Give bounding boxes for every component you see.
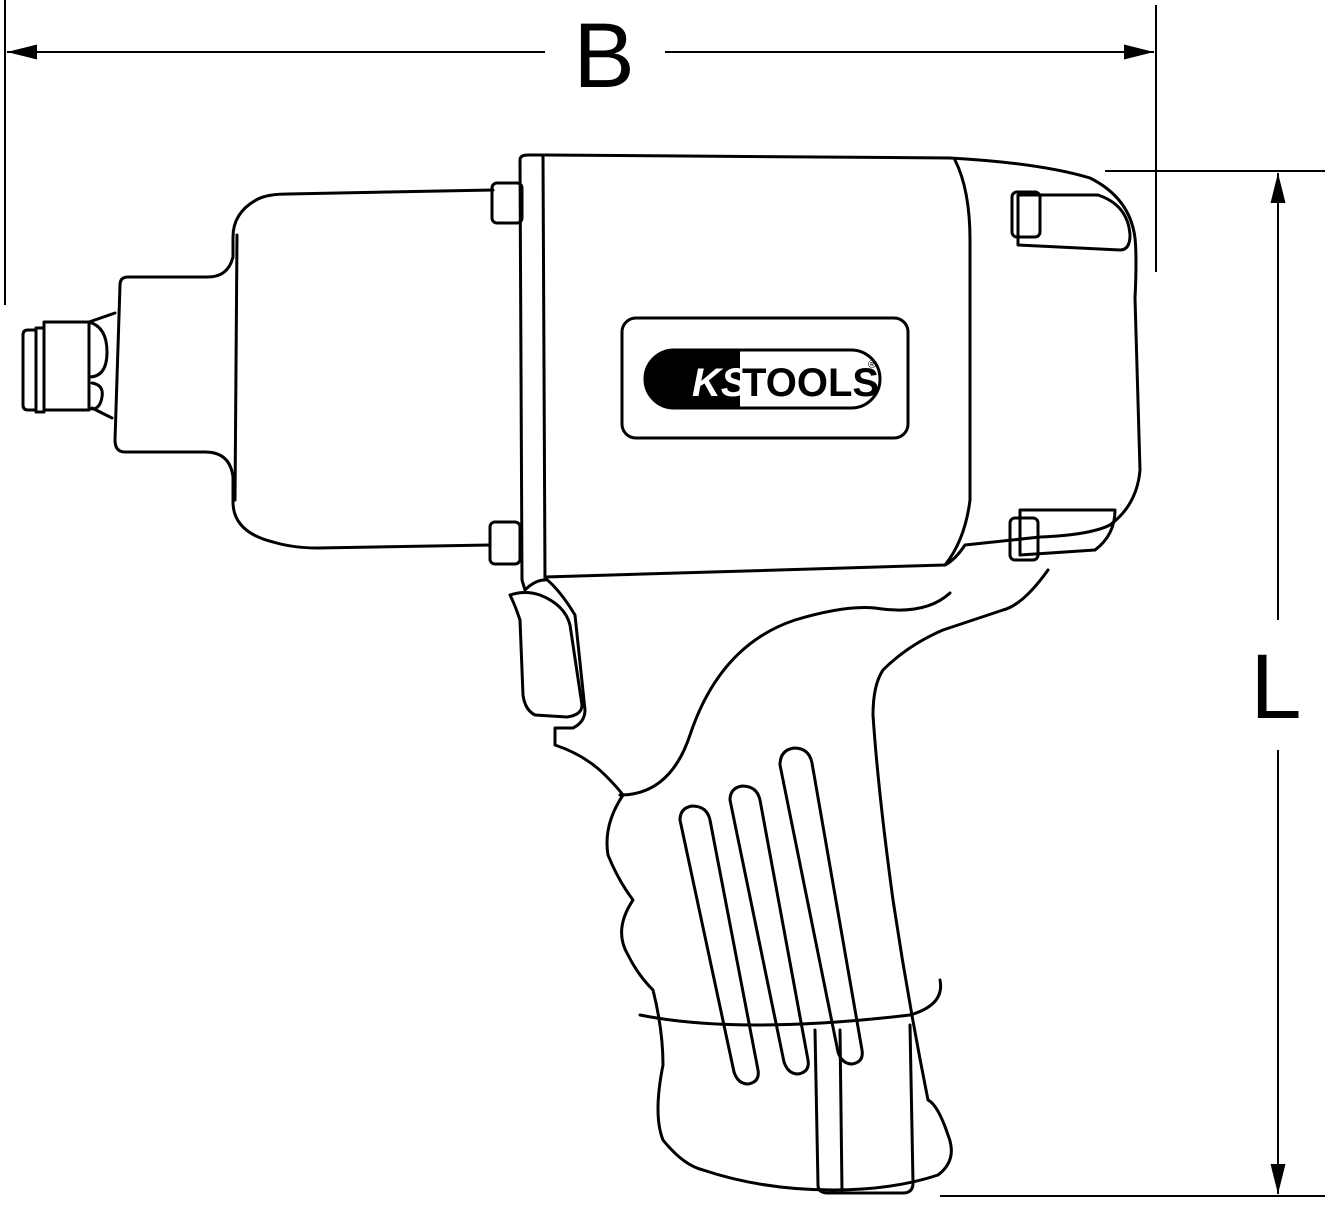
exhaust-bottom — [1018, 508, 1117, 557]
dimension-label-b: B — [573, 5, 634, 107]
grip-slot-1 — [678, 804, 760, 1086]
trigger — [508, 591, 584, 719]
bolt-top-left — [490, 181, 524, 225]
dimension-b: B — [4, 0, 1157, 305]
logo-registered: ® — [868, 359, 876, 371]
anvil-square — [42, 320, 91, 412]
bolt-bottom-left — [488, 520, 522, 566]
ks-tools-logo: KS TOOLS ® — [643, 348, 882, 410]
dimension-label-l: L — [1250, 636, 1301, 738]
air-inlet — [813, 1023, 915, 1195]
motor-housing — [543, 153, 1142, 579]
exhaust-top — [1016, 193, 1132, 252]
pistol-grip — [543, 568, 1050, 1192]
bolt-bottom-right — [1008, 516, 1040, 562]
logo-tools: TOOLS — [742, 361, 879, 405]
dimension-l: L — [940, 170, 1325, 1197]
grip-slot-3 — [778, 746, 864, 1066]
logo-ks: KS — [692, 361, 748, 405]
tool-body: KS TOOLS ® — [21, 153, 1142, 1195]
nose-housing — [118, 188, 495, 287]
front-plate — [518, 153, 547, 592]
logo-plate — [620, 316, 910, 440]
grip-slot-2 — [728, 784, 810, 1076]
anvil-ring — [21, 328, 38, 412]
bolt-top-right — [1010, 190, 1042, 239]
